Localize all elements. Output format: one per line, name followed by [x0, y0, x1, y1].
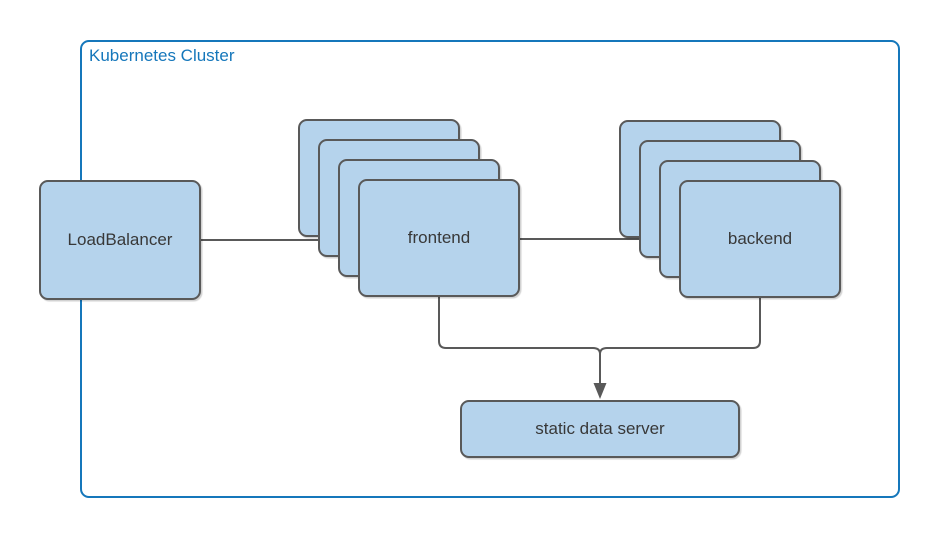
node-load-balancer: LoadBalancer: [39, 180, 201, 300]
node-frontend: frontend: [358, 179, 520, 297]
node-backend-label: backend: [727, 229, 793, 248]
node-static-data-server-label: static data server: [535, 419, 665, 438]
node-load-balancer-label: LoadBalancer: [67, 230, 173, 249]
cluster-title: Kubernetes Cluster: [89, 46, 235, 65]
node-static-data-server: static data server: [460, 400, 740, 458]
node-backend: backend: [679, 180, 841, 298]
node-frontend-label: frontend: [407, 228, 471, 247]
